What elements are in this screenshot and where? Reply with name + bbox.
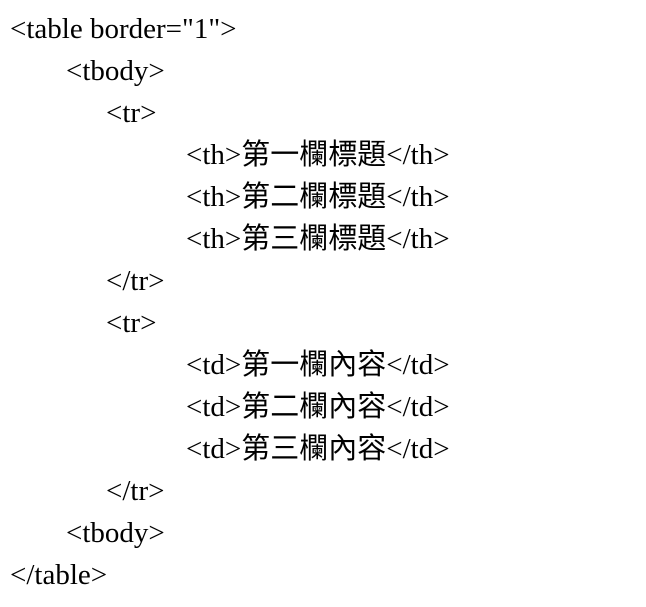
code-line: <td>第一欄內容</td> <box>186 349 450 381</box>
code-line: <table border="1"> <box>10 13 237 45</box>
code-line: <th>第二欄標題</th> <box>186 181 450 213</box>
code-line: <th>第一欄標題</th> <box>186 139 450 171</box>
code-line: </table> <box>10 559 108 591</box>
code-line: </tr> <box>106 265 165 297</box>
code-line: <td>第三欄內容</td> <box>186 433 450 465</box>
code-line: <tr> <box>106 307 157 339</box>
code-line: <td>第二欄內容</td> <box>186 391 450 423</box>
code-line: </tr> <box>106 475 165 507</box>
code-line: <tbody> <box>66 55 165 87</box>
code-line: <tbody> <box>66 517 165 549</box>
code-line: <tr> <box>106 97 157 129</box>
code-line: <th>第三欄標題</th> <box>186 223 450 255</box>
